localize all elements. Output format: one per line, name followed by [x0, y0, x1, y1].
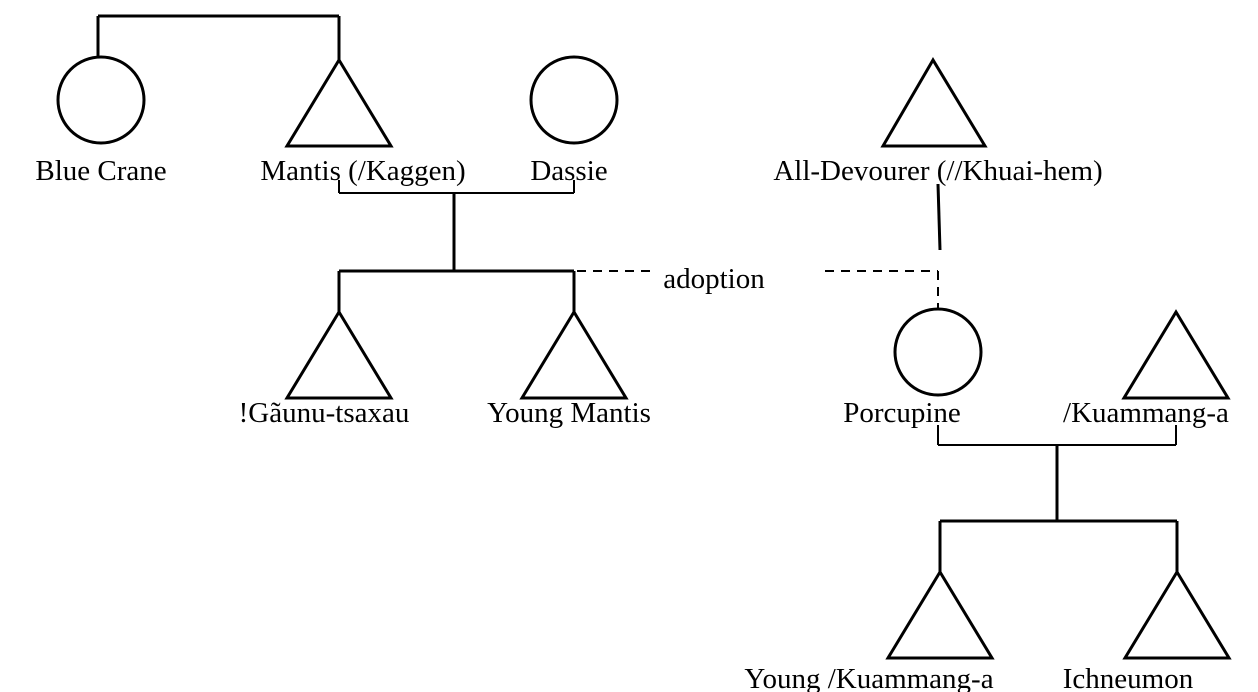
person-label-blue-crane: Blue Crane [35, 155, 166, 187]
female-symbol-blue-crane [56, 55, 146, 145]
person-label-young-kuammang-a: Young /Kuammang-a [744, 663, 993, 692]
male-symbol-young-kuammang-a [885, 569, 995, 660]
adoption-descent-line [936, 183, 942, 251]
female-symbol-dassie [529, 55, 619, 145]
person-label-ichneumon: Ichneumon [1063, 663, 1194, 692]
person-label-porcupine: Porcupine [843, 397, 961, 429]
sibling-bond-connector [96, 14, 341, 60]
female-symbol-porcupine [893, 307, 983, 397]
male-symbol-all-devourer [880, 57, 988, 148]
male-symbol-mantis [284, 57, 394, 148]
marriage-connector-mantis-dassie [337, 180, 576, 312]
person-label-mantis: Mantis (/Kaggen) [260, 155, 465, 187]
person-label-dassie: Dassie [530, 155, 607, 187]
adoption-label: adoption [663, 263, 765, 295]
person-label-kuammang-a: /Kuammang-a [1063, 397, 1229, 429]
person-label-young-mantis: Young Mantis [487, 397, 651, 429]
male-symbol-kuammang-a [1121, 309, 1231, 400]
male-symbol-gaunu-tsaxau [284, 309, 394, 400]
marriage-connector-porcupine-kuammang-a [937, 425, 1179, 572]
person-label-gaunu-tsaxau: !Gãunu-tsaxau [239, 397, 410, 429]
person-label-all-devourer: All-Devourer (//Khuai-hem) [773, 155, 1102, 187]
male-symbol-young-mantis [519, 309, 629, 400]
male-symbol-ichneumon [1122, 569, 1232, 660]
adoption-connector: adoption [577, 183, 942, 310]
